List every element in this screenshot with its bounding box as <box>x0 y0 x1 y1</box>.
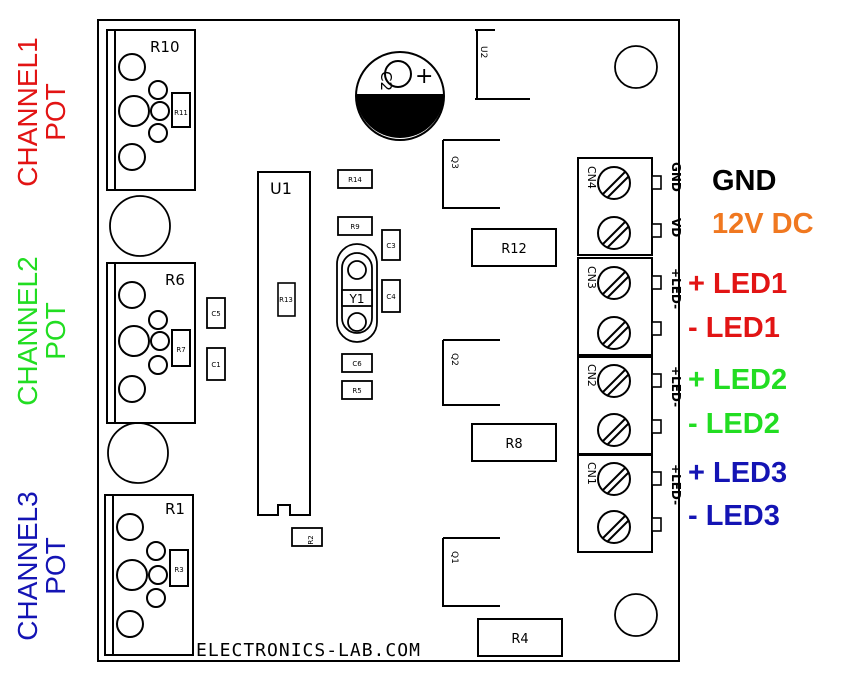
resistor-r2: R2 <box>291 527 323 547</box>
svg-text:R13: R13 <box>279 296 293 304</box>
svg-text:C1: C1 <box>211 361 220 369</box>
label-gnd: GND <box>712 165 777 197</box>
channel1-line1: CHANNEL1 <box>12 37 43 187</box>
pot-resistor-label: R7 <box>176 346 185 354</box>
svg-text:Q1: Q1 <box>449 551 459 564</box>
pot-label: R10 <box>150 38 180 56</box>
svg-text:U2: U2 <box>478 46 488 58</box>
svg-text:U1: U1 <box>270 179 292 198</box>
cap-c1: C1 <box>206 347 226 381</box>
pot-r10: R10 R11 <box>106 29 196 191</box>
pot-r6: R6 R7 <box>106 262 196 424</box>
channel3-line1: CHANNEL3 <box>12 491 43 641</box>
svg-text:Q3: Q3 <box>449 156 459 169</box>
terminal-cn2: CN2 +LED- <box>577 356 683 455</box>
label-led1-plus: + LED1 <box>688 268 788 300</box>
svg-text:Q2: Q2 <box>449 353 459 366</box>
pot-resistor-label: R11 <box>174 109 188 117</box>
resistor-r5: R5 <box>341 380 373 400</box>
pot-r1: R1 R3 <box>104 494 194 656</box>
svg-text:+: + <box>415 64 433 89</box>
transistor-q1: Q1 <box>442 537 500 607</box>
pot-label: R1 <box>165 500 185 518</box>
channel2-line2: POT <box>40 302 71 360</box>
terminal-cn3: CN3 +LED- <box>577 257 683 356</box>
svg-text:Y1: Y1 <box>349 292 365 306</box>
svg-text:C4: C4 <box>386 293 396 301</box>
label-led2-minus: - LED2 <box>688 408 780 440</box>
transistor-q2: Q2 <box>442 339 500 406</box>
svg-text:R8: R8 <box>505 437 522 452</box>
svg-text:+LED-: +LED- <box>669 268 683 309</box>
cap-c2: + C2 <box>355 51 445 141</box>
channel1-pot-label: CHANNEL1 POT <box>12 22 71 202</box>
channel1-line2: POT <box>40 83 71 141</box>
resistor-r12: R12 <box>471 228 557 267</box>
label-led2-plus: + LED2 <box>688 364 788 396</box>
resistor-r9: R9 <box>337 216 373 236</box>
svg-text:R2: R2 <box>307 535 315 544</box>
terminal-cn1: CN1 +LED- <box>577 454 683 553</box>
channel2-line1: CHANNEL2 <box>12 256 43 406</box>
label-12v-dc: 12V DC <box>712 208 814 240</box>
svg-text:+LED-: +LED- <box>669 366 683 407</box>
svg-text:CN4: CN4 <box>585 166 598 189</box>
pot-resistor-label: R3 <box>174 566 183 574</box>
regulator-u2: U2 <box>475 29 530 100</box>
cap-c4: C4 <box>381 279 401 313</box>
label-led3-plus: + LED3 <box>688 457 788 489</box>
svg-text:C2: C2 <box>377 71 395 91</box>
cap-c3: C3 <box>381 229 401 261</box>
cap-c6: C6 <box>341 353 373 373</box>
pot-label: R6 <box>165 271 185 289</box>
terminal-cn4: CN4 GND VD <box>577 157 683 256</box>
svg-text:R14: R14 <box>348 176 362 184</box>
svg-text:R12: R12 <box>501 242 527 257</box>
svg-text:GND: GND <box>669 162 683 192</box>
cap-c5: C5 <box>206 297 226 329</box>
channel3-pot-label: CHANNEL3 POT <box>12 466 71 666</box>
mounting-holes <box>107 45 658 637</box>
footer-brand: ELECTRONICS-LAB.COM <box>196 640 421 661</box>
svg-text:C6: C6 <box>352 360 362 368</box>
svg-text:+LED-: +LED- <box>669 464 683 505</box>
svg-text:C3: C3 <box>386 242 395 250</box>
crystal-y1: Y1 <box>336 243 378 343</box>
svg-text:CN3: CN3 <box>585 266 598 289</box>
svg-text:CN1: CN1 <box>585 462 598 485</box>
svg-text:R5: R5 <box>352 387 361 395</box>
channel3-line2: POT <box>40 537 71 595</box>
label-led1-minus: - LED1 <box>688 312 780 344</box>
svg-text:VD: VD <box>669 218 683 237</box>
svg-text:C5: C5 <box>211 310 220 318</box>
resistor-r8: R8 <box>471 423 557 462</box>
svg-text:R4: R4 <box>511 632 528 647</box>
svg-text:R9: R9 <box>350 223 359 231</box>
transistor-q3: Q3 <box>442 139 500 209</box>
svg-text:CN2: CN2 <box>585 364 598 387</box>
ic-u1: U1 R13 <box>257 171 311 516</box>
label-led3-minus: - LED3 <box>688 500 780 532</box>
resistor-r14: R14 <box>337 169 373 189</box>
resistor-r4: R4 <box>477 618 563 657</box>
channel2-pot-label: CHANNEL2 POT <box>12 226 71 436</box>
